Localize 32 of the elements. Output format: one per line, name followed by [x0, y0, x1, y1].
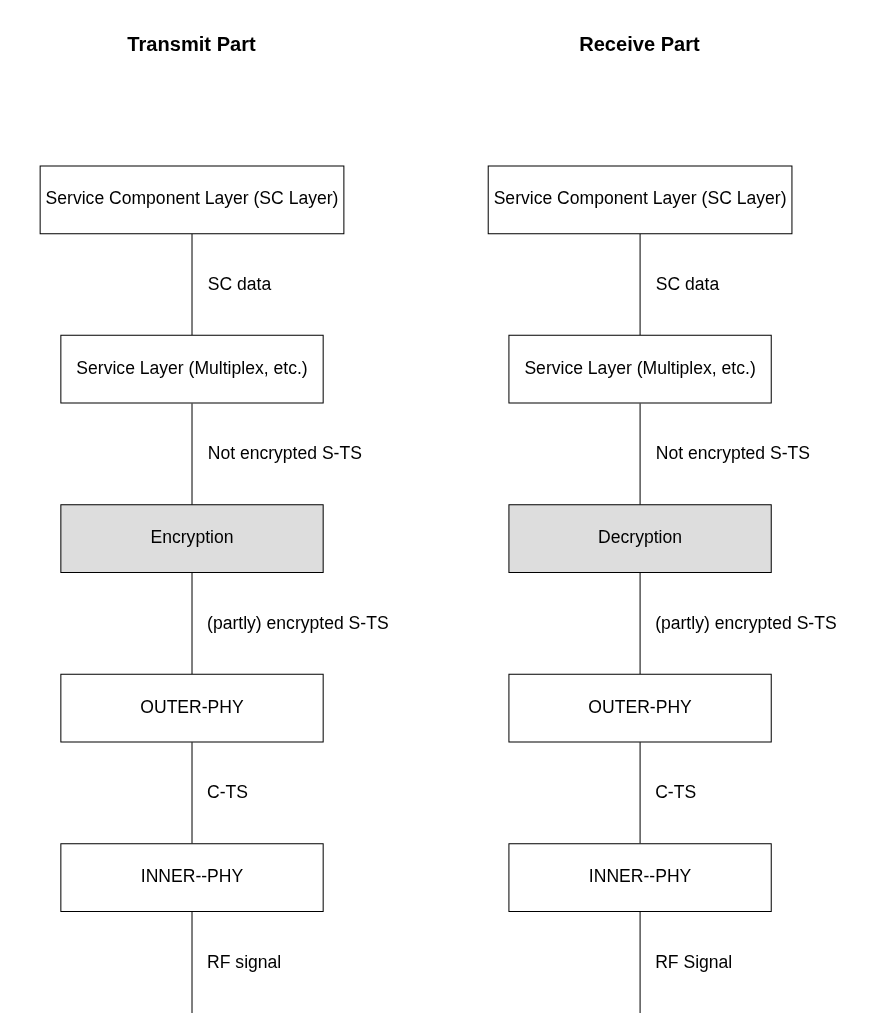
- node-box: Service Layer (Multiplex, etc.): [507, 334, 772, 404]
- node-box: Service Layer (Multiplex, etc.): [59, 334, 324, 404]
- connector: [639, 741, 641, 844]
- edge-label: RF signal: [206, 951, 281, 972]
- node-box: OUTER-PHY: [59, 673, 324, 742]
- connector: [191, 741, 192, 844]
- edge-label: C-TS: [654, 781, 696, 802]
- connector: [191, 910, 192, 1013]
- connector: [639, 571, 641, 674]
- edge-label: (partly) encrypted S-TS: [206, 612, 389, 633]
- edge-label: SC data: [655, 273, 719, 294]
- connector: [191, 233, 192, 336]
- connector: [639, 233, 641, 336]
- node-box: INNER--PHY: [507, 842, 772, 912]
- node-box: INNER--PHY: [59, 842, 324, 912]
- node-box: Decryption: [507, 503, 772, 573]
- node-box: Encryption: [59, 503, 324, 573]
- connector: [191, 571, 192, 674]
- label: Receive Part: [578, 32, 700, 55]
- node-box: OUTER-PHY: [507, 673, 772, 742]
- connector: [639, 402, 641, 505]
- connector: [191, 402, 192, 505]
- node-box: Service Component Layer (SC Layer): [39, 164, 344, 234]
- edge-label: RF Signal: [654, 951, 732, 972]
- edge-label: (partly) encrypted S-TS: [654, 612, 837, 633]
- edge-label: C-TS: [206, 781, 248, 802]
- edge-label: Not encrypted S-TS: [207, 442, 362, 463]
- edge-label: Not encrypted S-TS: [655, 442, 810, 463]
- node-box: Service Component Layer (SC Layer): [487, 164, 792, 234]
- label: Transmit Part: [126, 32, 256, 55]
- connector: [639, 910, 641, 1013]
- edge-label: SC data: [207, 273, 271, 294]
